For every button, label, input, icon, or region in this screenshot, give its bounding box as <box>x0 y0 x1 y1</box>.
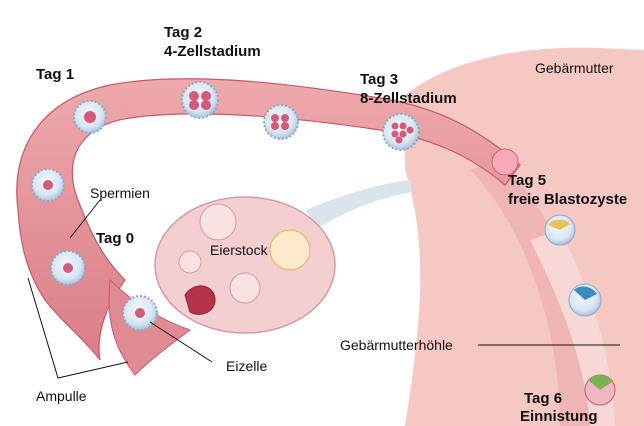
label-day-2: Tag 2 <box>164 24 202 41</box>
label-egg-cell: Eizelle <box>226 358 267 374</box>
ovarian-ligament <box>305 180 412 228</box>
label-free-blastocyst: freie Blastozyste <box>508 191 627 208</box>
ruptured-follicle <box>185 286 215 314</box>
label-ovary: Eierstock <box>210 242 268 258</box>
follicle <box>179 251 201 273</box>
follicle <box>230 273 260 303</box>
label-day-5: Tag 5 <box>508 172 546 189</box>
follicle <box>200 204 236 240</box>
label-ampulla: Ampulle <box>36 388 87 404</box>
label-day-0: Tag 0 <box>96 230 134 247</box>
label-eight-cell-stage: 8-Zellstadium <box>360 90 457 107</box>
label-uterine-cavity: Gebärmutterhöhle <box>340 337 453 353</box>
label-uterus: Gebärmutter <box>535 60 614 76</box>
follicle <box>270 230 310 270</box>
label-four-cell-stage: 4-Zellstadium <box>164 43 261 60</box>
label-day-3: Tag 3 <box>360 71 398 88</box>
label-implantation: Einnistung <box>520 408 598 425</box>
label-sperm: Spermien <box>90 185 150 201</box>
label-day-1: Tag 1 <box>36 66 74 83</box>
label-day-6: Tag 6 <box>524 390 562 407</box>
